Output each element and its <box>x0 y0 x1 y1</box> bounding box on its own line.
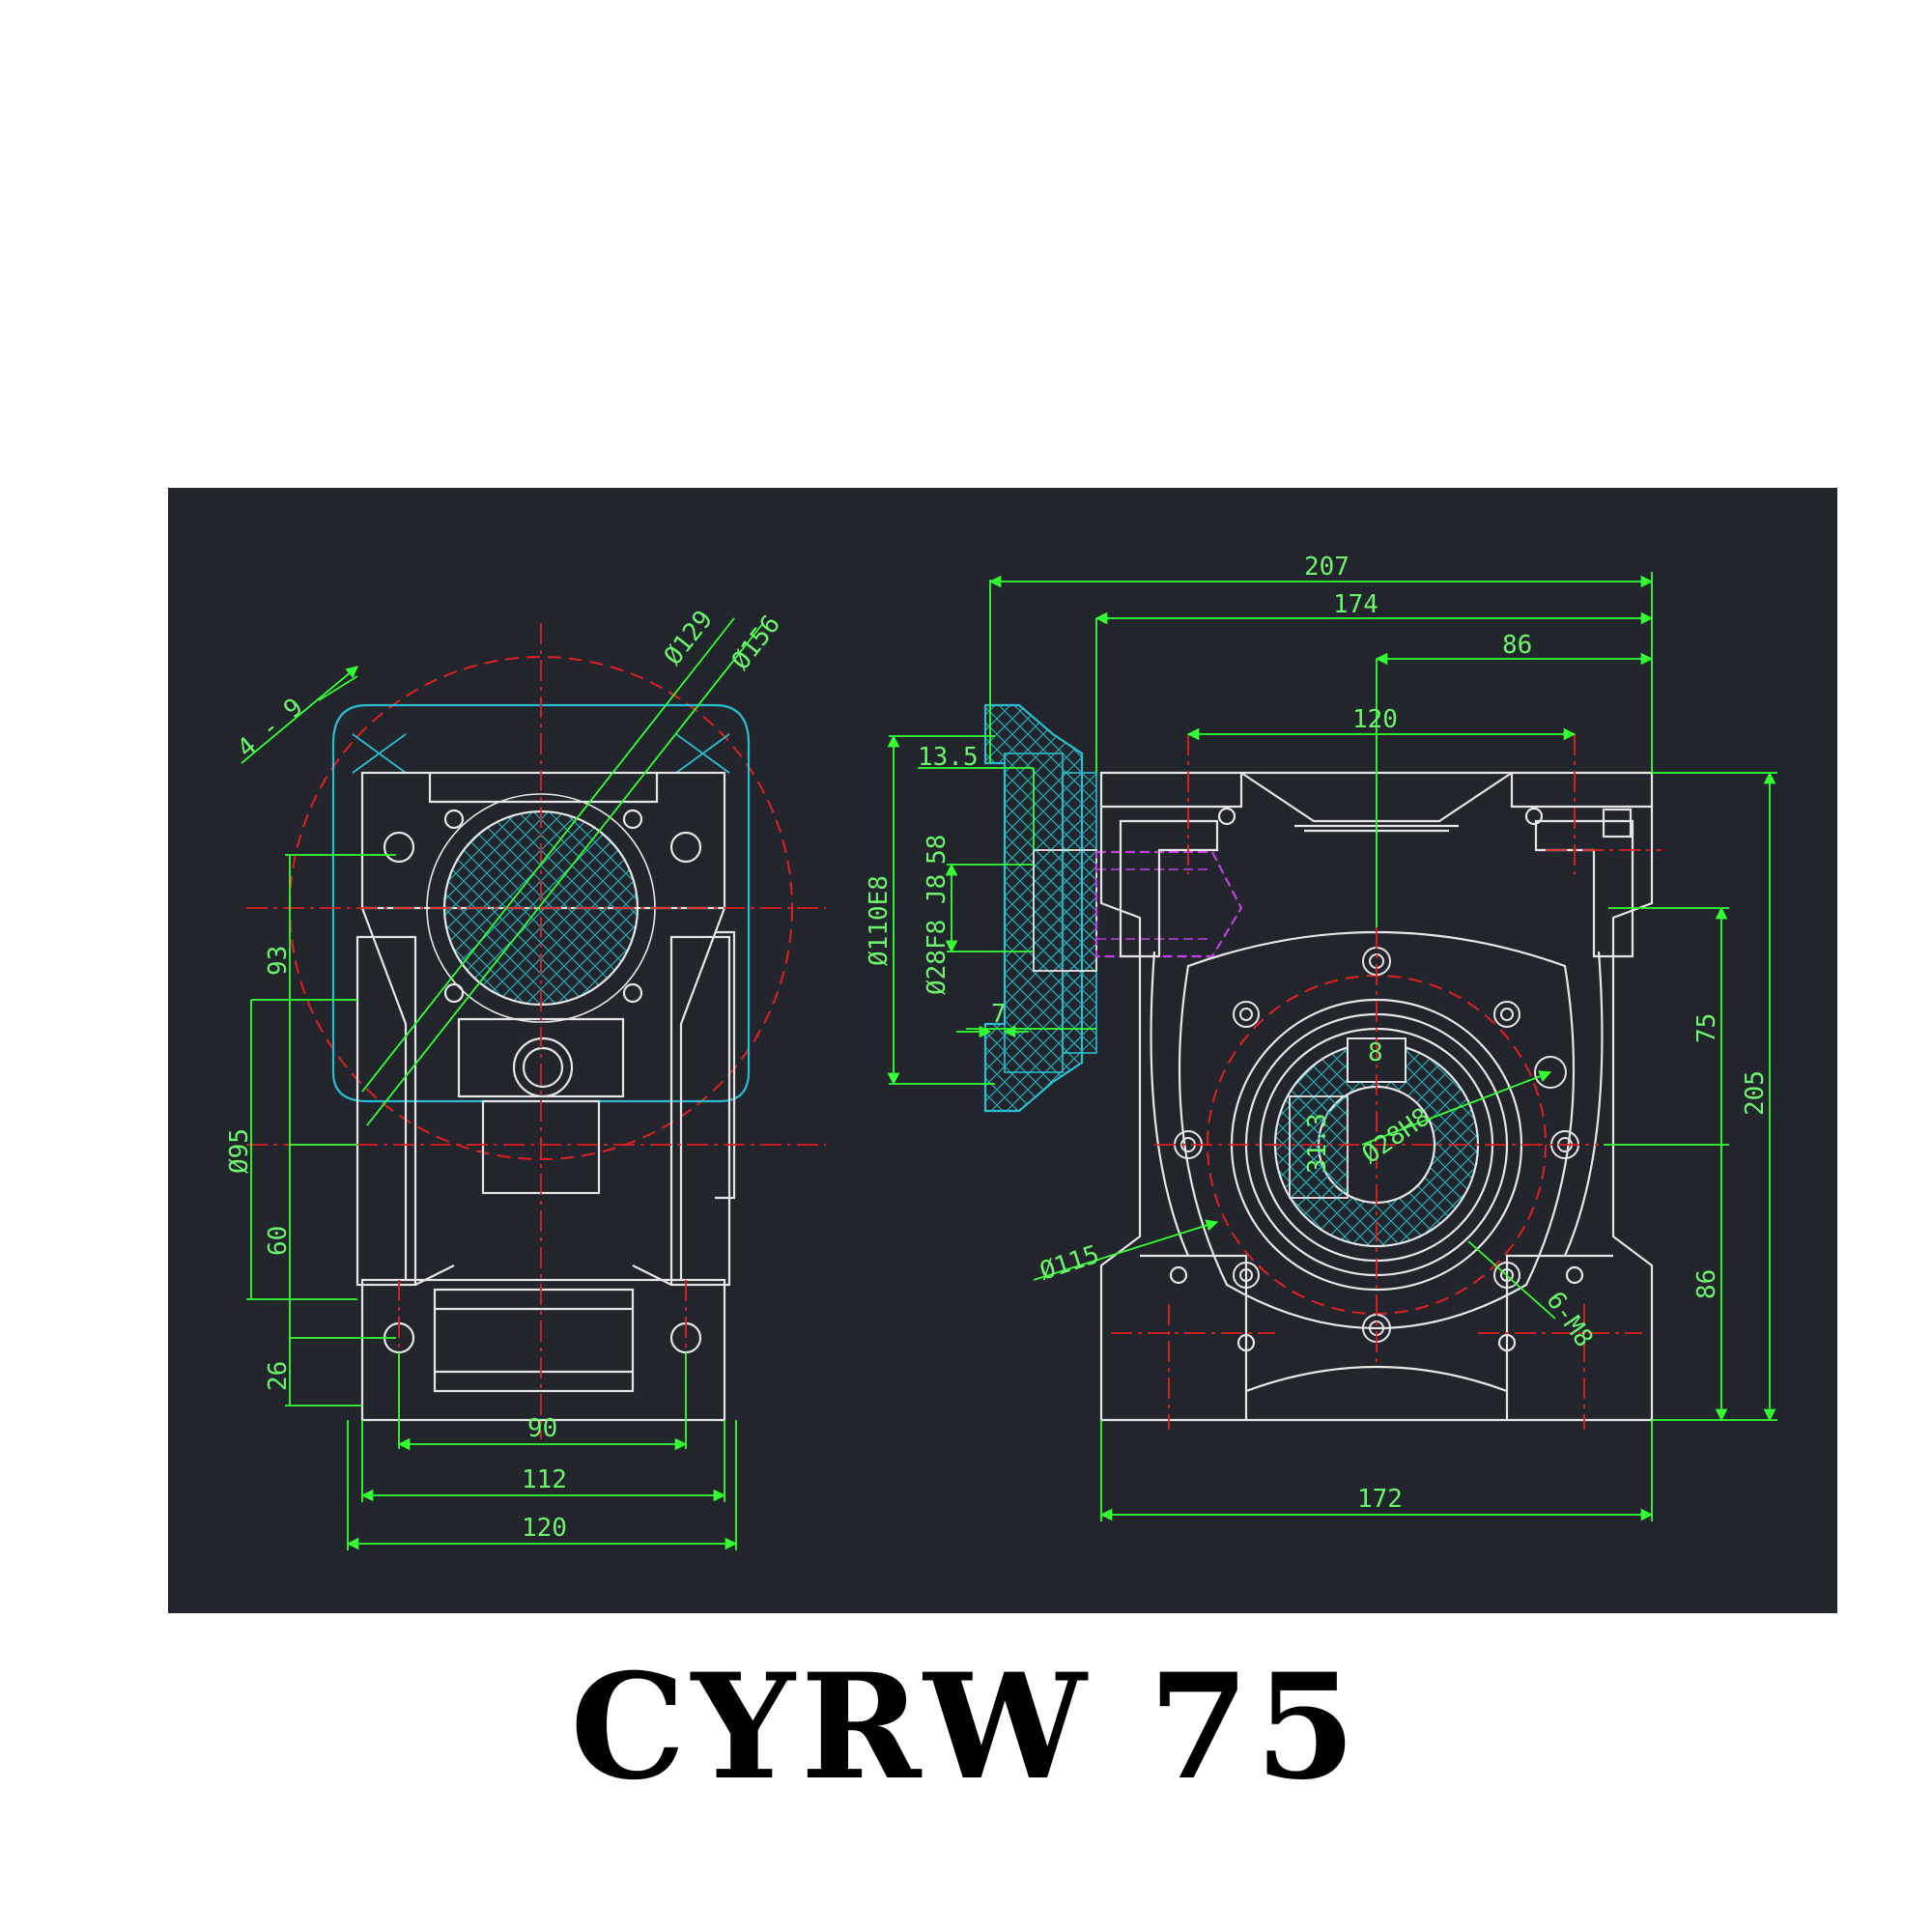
right-view: 207 174 86 120 75 205 86 172 8 31.3 Ø28H… <box>988 553 1777 1521</box>
technical-drawing: 4 - 9 Ø129 Ø156 93 Ø95 60 26 90 112 120 <box>225 553 1777 1550</box>
dim-86-top: 86 <box>1502 631 1532 660</box>
dim-4-9: 4 - 9 <box>232 693 308 763</box>
dim-13-5: 13.5 <box>918 743 979 772</box>
dim-205: 205 <box>1741 1070 1770 1116</box>
dim-58: 58 <box>923 835 952 865</box>
dim-dia-28-f8: Ø28F8 J8 <box>923 874 952 995</box>
flange-view: 13.5 58 Ø110E8 Ø28F8 J8 7 <box>865 580 1243 1113</box>
model-title: CYRW 75 <box>570 1642 1362 1812</box>
left-flange-ear-outline <box>331 703 751 1103</box>
dim-120-right: 120 <box>1352 705 1398 734</box>
dim-dia-129: Ø129 <box>659 605 719 670</box>
dim-112: 112 <box>522 1465 567 1494</box>
dim-key-8: 8 <box>1368 1038 1383 1067</box>
dim-174: 174 <box>1333 590 1378 619</box>
dim-6-m8: 6-M8 <box>1540 1287 1598 1353</box>
dim-93: 93 <box>264 946 293 976</box>
dim-dia-95: Ø95 <box>225 1128 254 1174</box>
left-view: 4 - 9 Ø129 Ø156 93 Ø95 60 26 90 112 120 <box>225 605 826 1550</box>
dim-120-left: 120 <box>522 1514 567 1543</box>
dim-86-right: 86 <box>1692 1269 1721 1299</box>
dim-60: 60 <box>264 1226 293 1256</box>
dim-dia-115: Ø115 <box>1037 1240 1103 1287</box>
dim-31-3: 31.3 <box>1303 1113 1332 1174</box>
dim-dia-110: Ø110E8 <box>865 875 894 966</box>
dim-dia-156: Ø156 <box>726 610 786 675</box>
dim-172: 172 <box>1357 1485 1403 1514</box>
input-bore <box>1094 850 1243 958</box>
dim-90: 90 <box>527 1414 557 1443</box>
drawing-panel: 4 - 9 Ø129 Ø156 93 Ø95 60 26 90 112 120 <box>168 488 1837 1613</box>
dim-75: 75 <box>1692 1013 1721 1043</box>
dim-26: 26 <box>264 1361 293 1391</box>
dim-7: 7 <box>991 1000 1007 1029</box>
left-body-lower <box>360 1278 726 1422</box>
dim-207: 207 <box>1304 553 1350 582</box>
